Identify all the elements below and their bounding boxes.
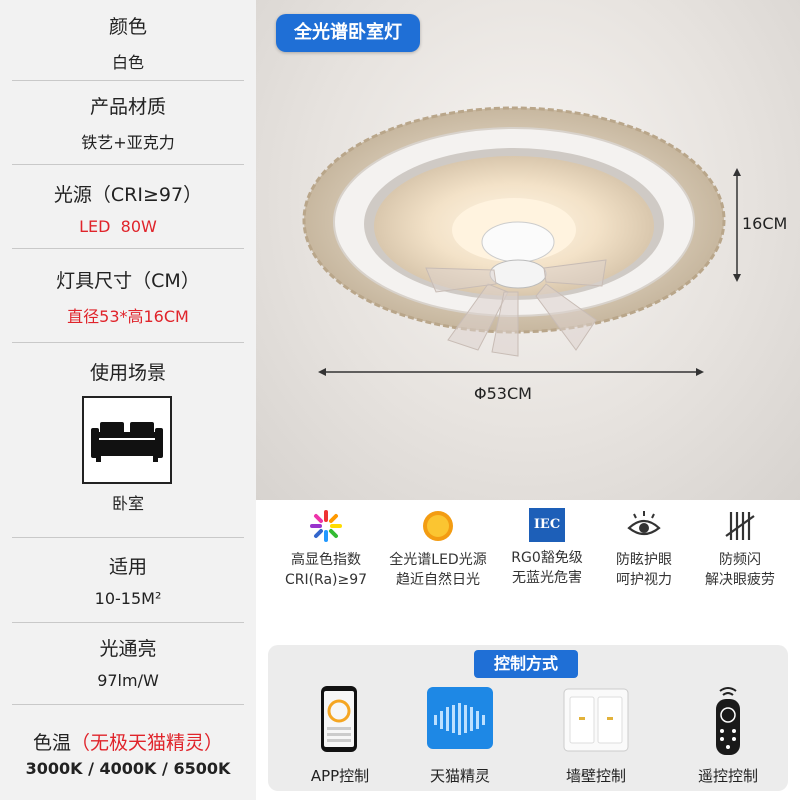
divider — [12, 622, 244, 623]
spec-luminous-label: 光通亮 — [99, 638, 157, 660]
spec-scene-value-wrap: 卧室 — [0, 490, 256, 514]
spec-luminous: 光通亮 97lm/W — [0, 634, 256, 690]
divider — [12, 704, 244, 705]
spec-color-temp: 色温（无极天猫精灵） 3000K / 4000K / 6500K — [0, 728, 256, 778]
spec-area-value: 10-15M² — [94, 589, 162, 608]
wall-switch-icon — [563, 688, 629, 752]
feature-full-spectrum-line2: 趋近自然日光 — [396, 572, 480, 588]
feature-cri-line1: 高显色指数 — [291, 552, 361, 568]
remote-icon — [716, 687, 740, 755]
feature-flicker-line2: 解决眼疲劳 — [705, 572, 775, 588]
divider — [12, 342, 244, 343]
spec-color-label: 颜色 — [108, 16, 147, 38]
feature-full-spectrum-line1: 全光谱LED光源 — [389, 552, 487, 568]
spec-color-temp-label: 色温 — [32, 732, 71, 754]
spec-color: 颜色 白色 — [0, 12, 256, 73]
divider — [12, 164, 244, 165]
spec-scene: 使用场景 — [0, 358, 256, 385]
product-title-badge: 全光谱卧室灯 — [276, 14, 420, 52]
feature-cri-line2: CRI(Ra)≥97 — [284, 572, 368, 588]
divider — [12, 80, 244, 81]
spec-scene-value: 卧室 — [111, 494, 144, 513]
control-wall: 墙壁控制 — [546, 685, 646, 785]
spec-material-value: 铁艺+亚克力 — [81, 133, 175, 152]
control-app: APP控制 — [290, 685, 390, 785]
control-remote: 遥控控制 — [678, 685, 778, 785]
feature-cri: 高显色指数 CRI(Ra)≥97 — [271, 508, 381, 590]
control-title: 控制方式 — [474, 650, 578, 678]
feature-iec: IEC RG0豁免级 无蓝光危害 — [492, 508, 602, 588]
feature-flicker: 防频闪 解决眼疲劳 — [685, 508, 795, 590]
spec-light-source-value: LED 80W — [79, 217, 157, 236]
spec-size: 灯具尺寸（CM） 直径53*高16CM — [0, 266, 256, 327]
feature-full-spectrum: 全光谱LED光源 趋近自然日光 — [383, 508, 493, 590]
spec-color-temp-value: 3000K / 4000K / 6500K — [25, 759, 231, 778]
spec-light-source: 光源（CRI≥97） LED 80W — [0, 180, 256, 236]
control-tmall: 天猫精灵 — [410, 685, 510, 785]
diameter-dimension: Φ53CM — [474, 384, 532, 403]
bedroom-icon — [82, 396, 172, 484]
spec-luminous-value: 97lm/W — [97, 671, 159, 690]
control-remote-label: 遥控控制 — [697, 767, 758, 785]
feature-eye-line1: 防眩护眼 — [616, 552, 672, 568]
tmall-genie-icon — [427, 687, 493, 749]
spec-scene-label: 使用场景 — [89, 362, 166, 384]
flicker-icon — [725, 512, 755, 540]
spec-color-value: 白色 — [111, 53, 144, 72]
spec-area: 适用 10-15M² — [0, 552, 256, 608]
spec-size-value: 直径53*高16CM — [67, 307, 189, 326]
spec-light-source-label: 光源（CRI≥97） — [53, 184, 203, 206]
rainbow-icon — [310, 510, 342, 542]
spec-material: 产品材质 铁艺+亚克力 — [0, 92, 256, 153]
divider — [12, 248, 244, 249]
spec-material-label: 产品材质 — [89, 96, 166, 118]
spec-size-label: 灯具尺寸（CM） — [56, 270, 200, 292]
divider — [12, 537, 244, 538]
control-tmall-label: 天猫精灵 — [429, 767, 490, 785]
height-dimension: 16CM — [742, 214, 788, 233]
control-app-label: APP控制 — [310, 767, 370, 785]
ceiling-fan-lamp-image — [302, 106, 741, 376]
feature-flicker-line1: 防频闪 — [719, 552, 761, 568]
feature-eye-line2: 呵护视力 — [616, 572, 672, 588]
feature-iec-line1: RG0豁免级 — [511, 550, 583, 566]
feature-iec-line2: 无蓝光危害 — [512, 570, 582, 586]
phone-app-icon — [321, 686, 357, 752]
eye-icon — [627, 511, 661, 536]
spec-area-label: 适用 — [108, 556, 147, 578]
sun-icon — [423, 511, 453, 541]
spec-color-temp-note: （无极天猫精灵） — [71, 732, 224, 754]
feature-eye: 防眩护眼 呵护视力 — [589, 508, 699, 590]
control-wall-label: 墙壁控制 — [565, 767, 626, 785]
product-hero — [256, 0, 800, 500]
iec-icon: IEC — [529, 508, 565, 542]
